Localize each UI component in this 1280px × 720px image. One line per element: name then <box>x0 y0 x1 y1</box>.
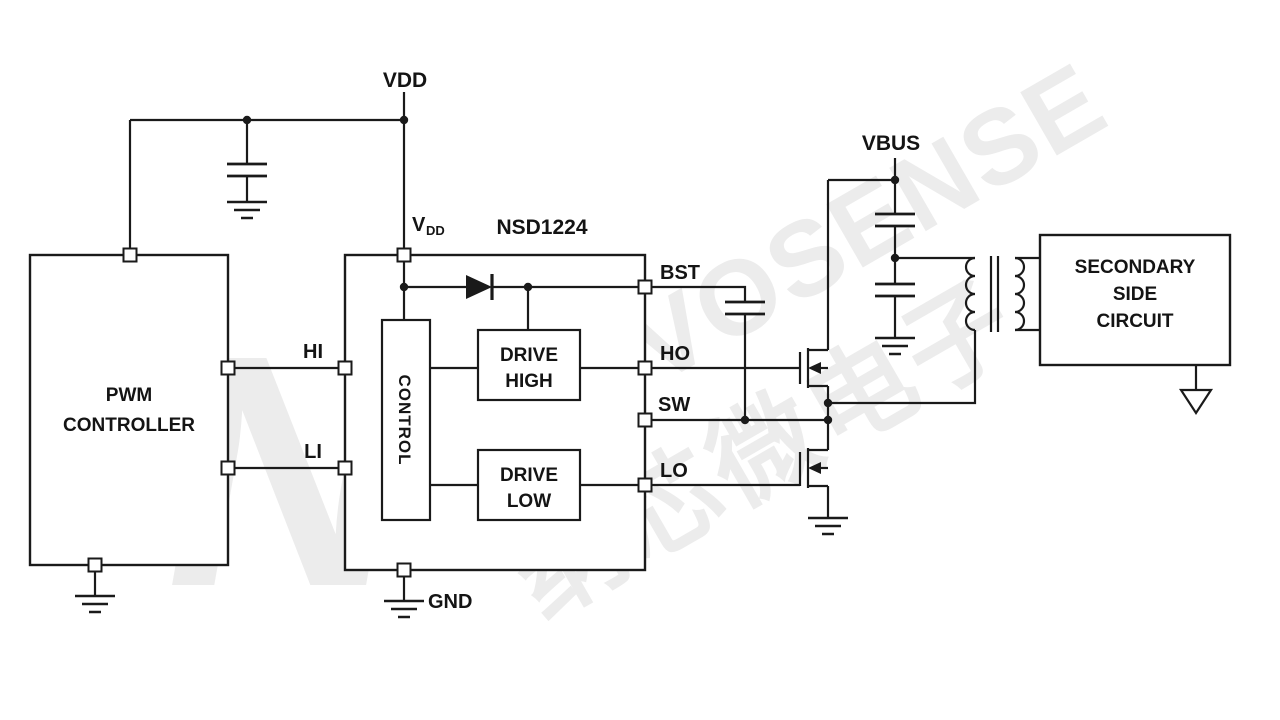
pwm-controller: PWM CONTROLLER <box>28 253 230 614</box>
terminal-chip-bst <box>637 279 653 295</box>
transformer <box>828 256 1040 405</box>
terminal-chip-li <box>337 460 353 476</box>
label-chip-name: NSD1224 <box>496 216 587 239</box>
vbus-rail: VBUS <box>828 132 920 356</box>
junction-dot <box>890 175 900 185</box>
transformer-core <box>989 256 1000 332</box>
terminal-pwm-gnd <box>87 557 103 573</box>
ground-symbol <box>808 516 848 536</box>
terminal-chip-hi <box>337 360 353 376</box>
junction-dot <box>890 253 900 263</box>
low-side-mosfet <box>798 448 848 536</box>
junction-dots <box>242 115 900 425</box>
junction-dot <box>399 282 409 292</box>
ground-symbol <box>227 200 267 220</box>
vdd-rail <box>128 92 406 248</box>
pwm-controller-box <box>28 253 230 567</box>
drive-low-label-line2: LOW <box>507 491 551 512</box>
terminals <box>87 247 653 578</box>
pwm-label-line2: CONTROLLER <box>63 415 195 436</box>
driver-chip: NSD1224 V DD CONTROL DRIVE HIGH DRIVE LO… <box>343 214 647 619</box>
label-vdd: VDD <box>383 69 427 92</box>
terminal-chip-ho <box>637 360 653 376</box>
label-lo: LO <box>660 460 688 482</box>
junction-dot <box>740 415 750 425</box>
ground-symbol <box>75 594 115 614</box>
mosfet-body-arrow-icon <box>808 362 821 374</box>
label-gnd: GND <box>428 591 472 613</box>
terminal-pwm-hi <box>220 360 236 376</box>
label-vbus: VBUS <box>862 132 920 155</box>
mosfet-body-arrow-icon <box>808 462 821 474</box>
wire-primary-return <box>828 330 977 405</box>
diode-icon <box>466 275 492 299</box>
decoupling-capacitor <box>227 120 267 220</box>
terminal-pwm-vdd <box>122 247 138 263</box>
drive-high-block <box>476 328 582 402</box>
ground-symbol <box>384 599 424 619</box>
terminal-chip-vdd <box>396 247 412 263</box>
drive-high-label-line1: DRIVE <box>500 345 558 366</box>
ground-symbol <box>875 336 915 356</box>
junction-dot <box>823 415 833 425</box>
pwm-label-line1: PWM <box>106 385 152 406</box>
control-block <box>380 318 432 522</box>
wire-bst <box>652 285 747 302</box>
junction-dot <box>242 115 252 125</box>
label-hi: HI <box>303 341 323 363</box>
earth-ground-symbol <box>1178 388 1214 416</box>
secondary-box <box>1038 233 1232 367</box>
label-li: LI <box>304 441 322 463</box>
label-bst: BST <box>660 262 700 284</box>
junction-dot <box>399 115 409 125</box>
label-ho: HO <box>660 343 690 365</box>
label-vdd-pin: V <box>412 214 426 236</box>
terminal-chip-lo <box>637 477 653 493</box>
transformer-secondary-winding <box>1014 256 1026 332</box>
terminal-chip-gnd <box>396 562 412 578</box>
junction-dot <box>523 282 533 292</box>
label-sw: SW <box>658 394 690 416</box>
drive-low-block <box>476 448 582 522</box>
secondary-label-line1: SECONDARY <box>1075 257 1196 278</box>
transformer-primary-winding <box>964 256 976 332</box>
terminal-chip-sw <box>637 412 653 428</box>
drive-low-label-line1: DRIVE <box>500 465 558 486</box>
drive-high-label-line2: HIGH <box>505 371 553 392</box>
junction-dot <box>823 398 833 408</box>
secondary-label-line2: SIDE <box>1113 284 1157 305</box>
secondary-side-circuit: SECONDARY SIDE CIRCUIT <box>1038 233 1232 416</box>
terminal-pwm-li <box>220 460 236 476</box>
label-vdd-pin-sub: DD <box>426 223 445 238</box>
secondary-label-line3: CIRCUIT <box>1096 311 1173 332</box>
control-label: CONTROL <box>395 374 414 465</box>
